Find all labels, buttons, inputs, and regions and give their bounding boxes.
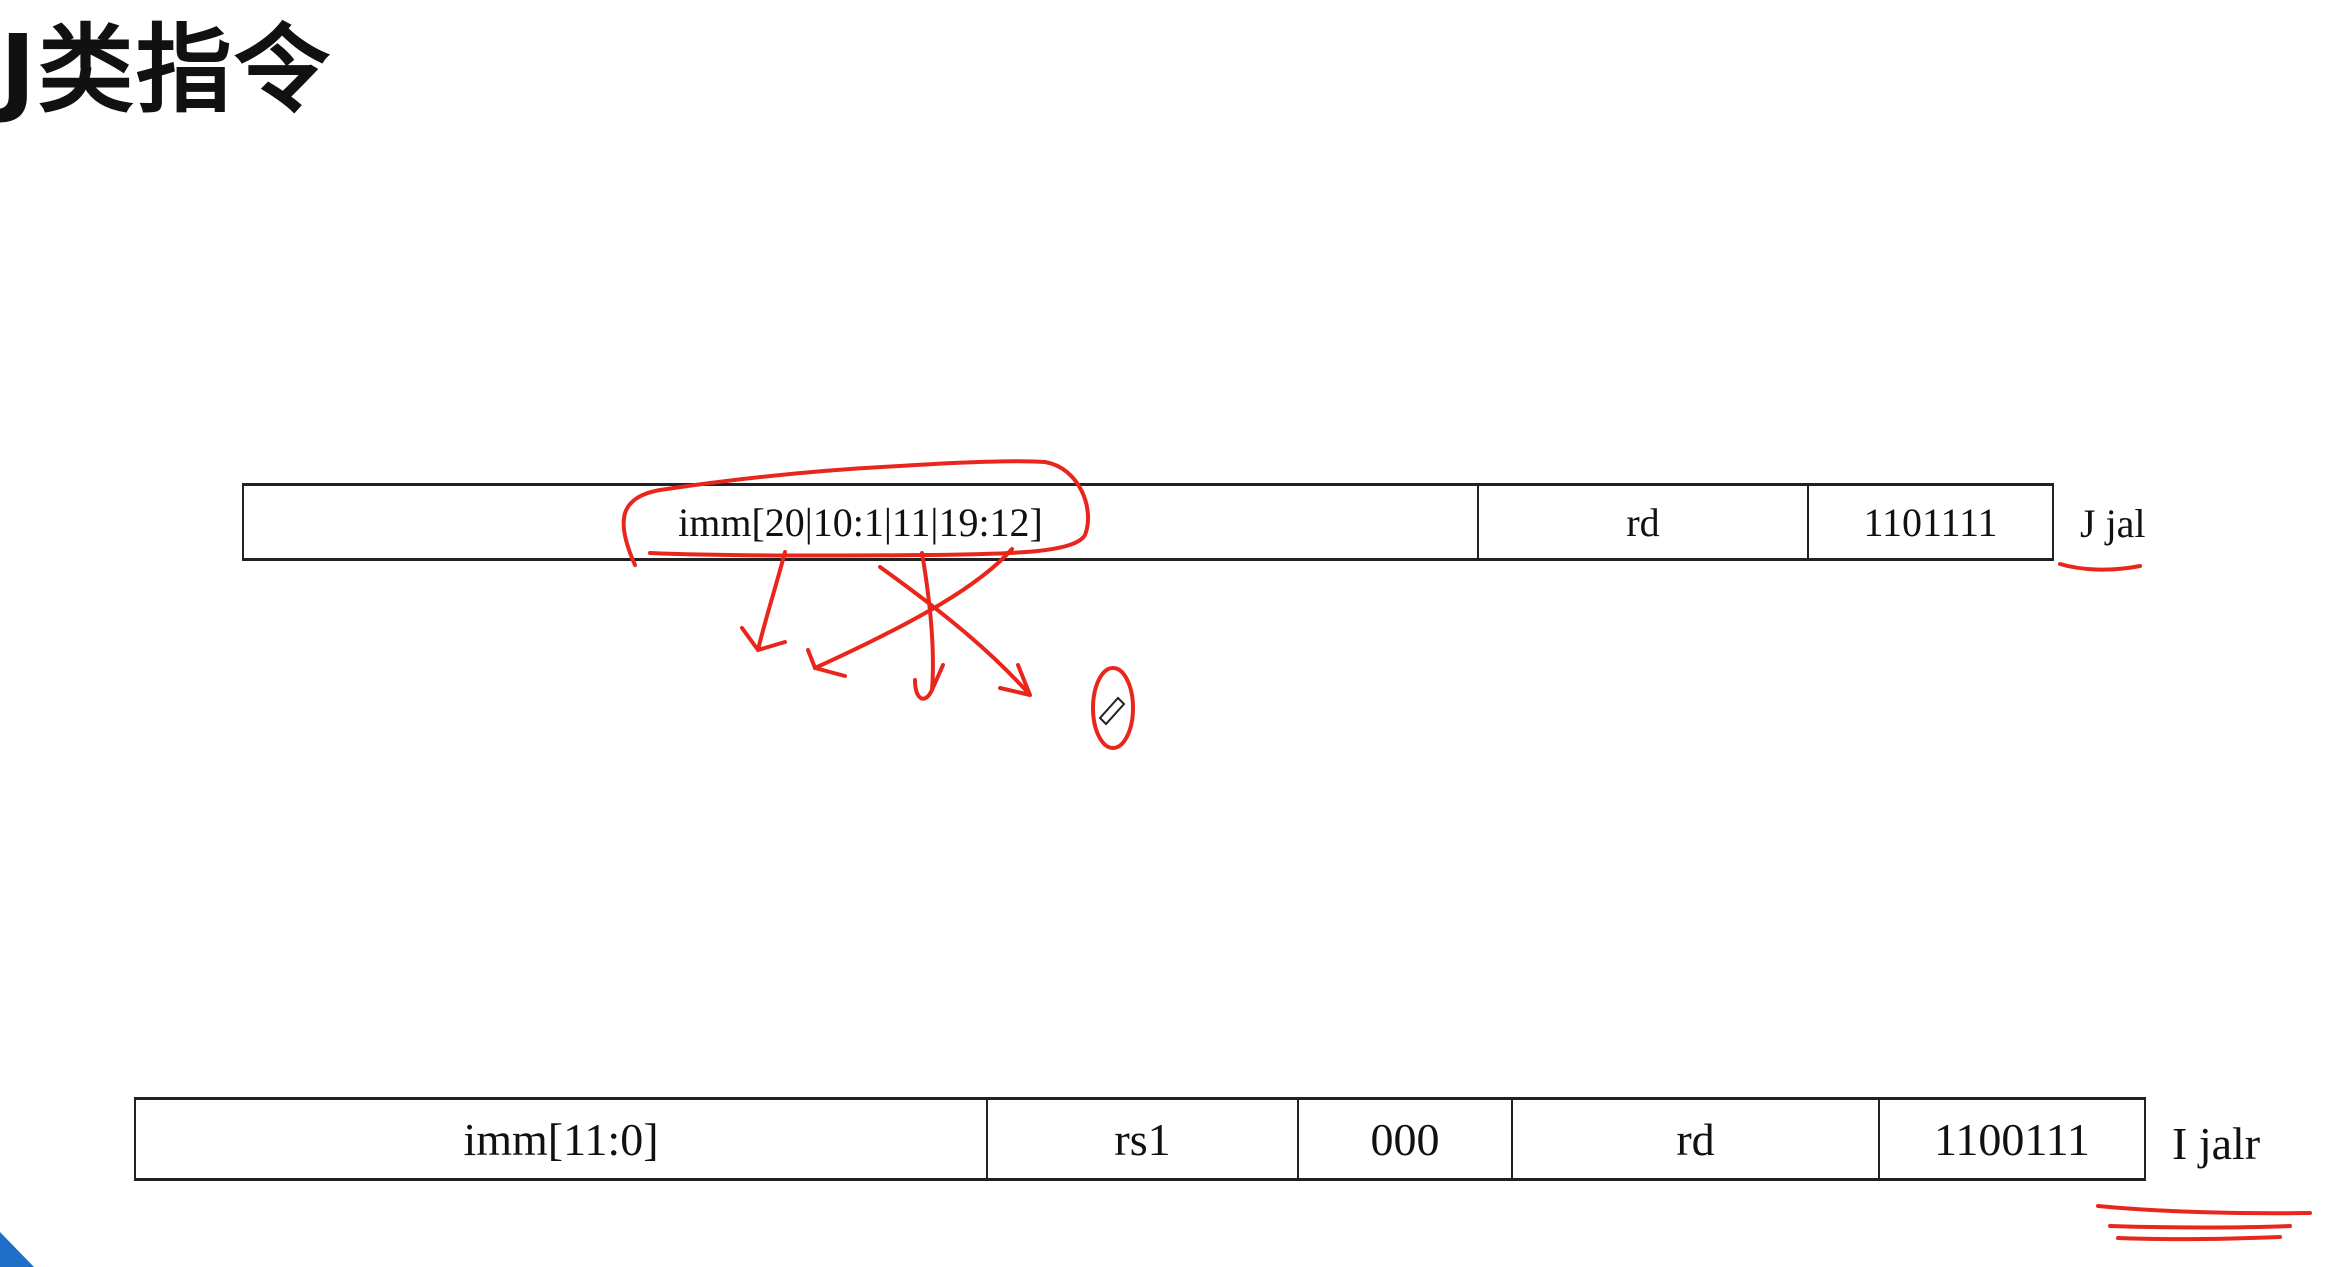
jalr-opcode-field: 1100111: [1878, 1100, 2146, 1178]
arrow-annotation-1: [740, 550, 787, 652]
jal-opcode-field: 1101111: [1807, 486, 2054, 558]
jal-type-label: J jal: [2080, 501, 2146, 546]
arrow-annotation-3: [913, 551, 945, 701]
jal-rd-field: rd: [1477, 486, 1807, 558]
jal-underline-annotation: [2058, 562, 2142, 572]
jal-imm-field: imm[20|10:1|11|19:12]: [242, 486, 1477, 558]
jalr-type-label: I jalr: [2172, 1118, 2261, 1169]
arrow-annotation-2: [806, 547, 1014, 678]
arrow-annotation-4: [878, 565, 1032, 697]
jalr-underline-annotation-3: [2116, 1235, 2282, 1242]
jalr-rd-field: rd: [1511, 1100, 1878, 1178]
pen-cursor-annotation: [1091, 666, 1135, 750]
jalr-format-row: imm[11:0] rs1 000 rd 1100111: [134, 1097, 2146, 1181]
corner-accent-icon: [0, 1232, 34, 1267]
jalr-underline-annotation-1: [2096, 1204, 2312, 1216]
jalr-funct3-field: 000: [1297, 1100, 1511, 1178]
pencil-cursor-icon: [1098, 696, 1126, 726]
jalr-underline-annotation-2: [2108, 1224, 2292, 1230]
jalr-imm-field: imm[11:0]: [134, 1100, 986, 1178]
jal-format-row: imm[20|10:1|11|19:12] rd 1101111: [242, 483, 2054, 561]
page-title: J类指令: [0, 14, 332, 126]
jalr-rs1-field: rs1: [986, 1100, 1297, 1178]
